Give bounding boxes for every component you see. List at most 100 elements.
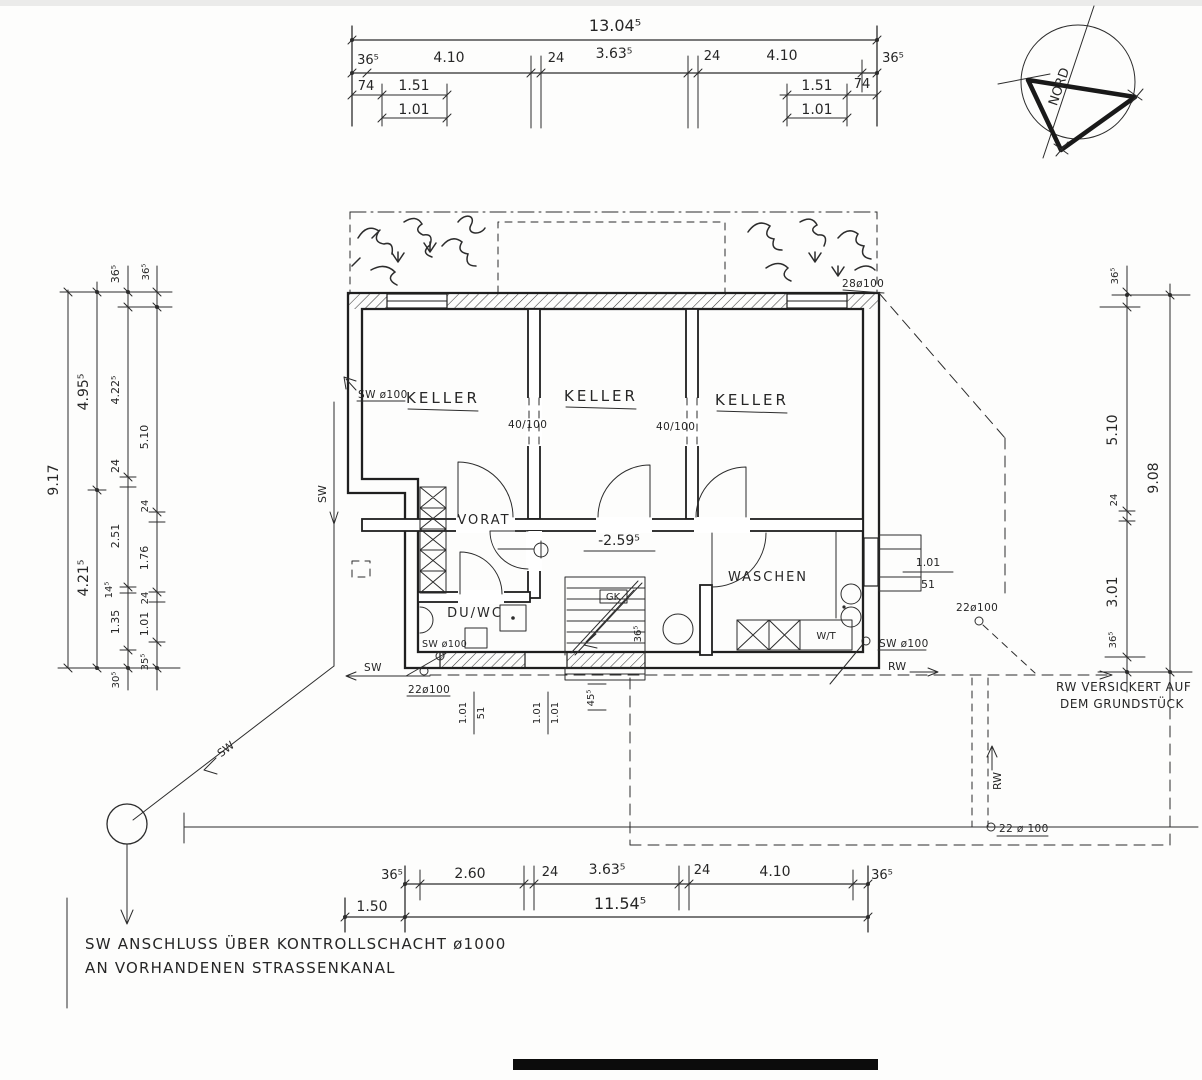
door-waschen bbox=[711, 532, 767, 588]
dim-top-subleft: 1.01 bbox=[398, 102, 429, 118]
fixtures: -2.59⁵ GK W/T bbox=[351, 486, 862, 681]
level-mark: -2.59⁵ bbox=[497, 533, 656, 559]
wall-opening-1 bbox=[526, 397, 542, 447]
dim-left-a: 4.95⁵ bbox=[76, 374, 92, 411]
dim-top-seg: 36⁵ bbox=[882, 51, 904, 66]
downpipe-marker bbox=[351, 560, 371, 578]
site-plan bbox=[349, 211, 878, 294]
north-triangle bbox=[1025, 77, 1138, 153]
dim-top-seg: 4.10 bbox=[433, 50, 464, 66]
level-value: -2.59⁵ bbox=[598, 533, 640, 549]
dim-bottom-seg: 4.10 bbox=[759, 864, 790, 880]
rw-dashed-pipe bbox=[878, 292, 1006, 599]
dim-top-seg: 24 bbox=[704, 49, 721, 64]
dim-left-b: 4.22⁵ bbox=[109, 376, 122, 405]
waschen-bench: W/T bbox=[736, 619, 853, 651]
door-keller2 bbox=[597, 464, 651, 518]
dim-right: 36⁵ bbox=[1110, 268, 1121, 285]
sw-to-street-arrow bbox=[120, 843, 134, 925]
drainage: SW ø100 SW SW SW SW ø100 22ø100 SW ø100 … bbox=[66, 278, 1199, 1009]
north-arrow: NORD bbox=[997, 5, 1144, 159]
window-right-s: 51 bbox=[921, 578, 935, 591]
dim-left-b: 2.51 bbox=[109, 524, 122, 549]
dim-bottom-seg: 24 bbox=[694, 863, 711, 878]
rw-riser-label: RW bbox=[991, 772, 1004, 790]
dim-top-seg: 36⁵ bbox=[357, 53, 379, 68]
dim-right: 24 bbox=[1109, 494, 1120, 507]
dim-bottom-seg: 36⁵ bbox=[381, 868, 403, 883]
dim-left-total: 9.17 bbox=[46, 464, 62, 495]
vegetation-left bbox=[351, 215, 486, 286]
notes: SW ANSCHLUSS ÜBER KONTROLLSCHACHT ø1000 … bbox=[85, 680, 1191, 977]
dim-bottom-total: 11.54⁵ bbox=[594, 894, 646, 913]
boiler-1 bbox=[840, 583, 862, 605]
dim-left-c: 35⁵ bbox=[140, 654, 151, 671]
shelf-vorrat bbox=[419, 486, 447, 594]
dim-left-c: 1.01 bbox=[138, 612, 151, 637]
bottom-dimension-chain: 36⁵ 2.60 24 3.63⁵ 24 4.10 36⁵ 1.50 11.54… bbox=[340, 862, 893, 933]
dim-right: 5.10 bbox=[1105, 414, 1121, 445]
stair-width-dim: 45⁵ bbox=[586, 690, 597, 707]
sw-vertical-label: SW bbox=[316, 485, 329, 503]
sw100-duwc-label: SW ø100 bbox=[422, 639, 467, 650]
dim-left-b: 36⁵ bbox=[109, 265, 122, 283]
door-keller1 bbox=[457, 461, 514, 518]
building: 40/100 40/100 bbox=[346, 291, 922, 670]
rw-note-line2: DEM GRUNDSTÜCK bbox=[1060, 695, 1185, 711]
dim-left-b: 24 bbox=[109, 459, 122, 473]
dim-top-subright: 1.51 bbox=[801, 78, 832, 94]
dim-top-subright: 1.01 bbox=[801, 102, 832, 118]
p22-bottom-label: 22 ø 100 bbox=[999, 823, 1049, 835]
sw100-waschen-label: SW ø100 bbox=[879, 638, 929, 650]
top-wall-hatch bbox=[348, 293, 879, 309]
inner-wall-face bbox=[360, 307, 865, 654]
window-right-lightwell bbox=[863, 534, 922, 592]
window-top-left bbox=[386, 293, 448, 309]
upper-floor-outline bbox=[497, 221, 726, 294]
dim-left-c: 36⁵ bbox=[141, 264, 152, 281]
dim-left-a: 4.21⁵ bbox=[76, 560, 92, 597]
room-keller2: KELLER bbox=[564, 387, 638, 405]
scan-bar bbox=[513, 1059, 878, 1070]
rw-note-line1: RW VERSICKERT AUF bbox=[1056, 680, 1191, 694]
window-right-w: 1.01 bbox=[916, 556, 941, 569]
washbasin bbox=[419, 606, 434, 634]
left-dimension-chain: 9.17 4.95⁵ 4.21⁵ 36⁵ 4.22⁵ 24 2.51 14⁵ 1… bbox=[46, 264, 181, 691]
wc bbox=[464, 627, 488, 649]
sw100-keller-label: SW ø100 bbox=[358, 389, 408, 401]
shower bbox=[499, 604, 527, 632]
dim-right-total: 9.08 bbox=[1146, 462, 1162, 493]
window-left-w: 1.01 bbox=[458, 702, 469, 724]
dim-left-c: 24 bbox=[140, 500, 151, 513]
control-shaft bbox=[106, 803, 148, 845]
gk-label: GK bbox=[606, 592, 621, 603]
stair-wall-dim: 36⁵ bbox=[633, 626, 644, 643]
window-mid-s: 1.01 bbox=[550, 702, 561, 724]
dim-bottom-seg: 36⁵ bbox=[871, 868, 893, 883]
dim-bottom-ext: 1.50 bbox=[356, 899, 387, 915]
rw-flow-label: RW bbox=[888, 660, 906, 673]
dim-bottom-seg: 3.63⁵ bbox=[589, 862, 626, 878]
stair-arrow bbox=[583, 633, 598, 649]
room-waschen: WASCHEN bbox=[728, 570, 808, 585]
dim-top-total: 13.04⁵ bbox=[589, 16, 641, 35]
dim-bottom-seg: 2.60 bbox=[454, 866, 485, 882]
p28-top-label: 28ø100 bbox=[842, 278, 884, 290]
ground-line bbox=[183, 812, 1199, 844]
dim-top-subleft: 74 bbox=[358, 79, 375, 94]
rw-riser bbox=[971, 677, 989, 828]
room-vorrat: VORAT bbox=[457, 513, 510, 528]
dim-bottom-seg: 24 bbox=[542, 865, 559, 880]
sw-diagonal-label: SW bbox=[215, 739, 237, 760]
dim-right: 3.01 bbox=[1105, 576, 1121, 607]
boiler-2 bbox=[840, 606, 862, 628]
wall-opening-2 bbox=[684, 397, 700, 447]
door-duwc bbox=[459, 551, 503, 595]
p22-right-label: 22ø100 bbox=[956, 602, 998, 614]
room-labels: KELLER KELLER KELLER VORAT DU/WC WASCHEN bbox=[406, 387, 808, 621]
dim-left-c: 5.10 bbox=[138, 425, 151, 450]
top-dimension-chain: 13.04⁵ 36⁵ 4.10 24 3.63⁵ 24 4.10 36⁵ 74 … bbox=[347, 16, 904, 129]
right-dimension-chain: 36⁵ 5.10 24 3.01 36⁵ 9.08 bbox=[1097, 265, 1193, 693]
p22-left-label: 22ø100 bbox=[408, 684, 450, 696]
